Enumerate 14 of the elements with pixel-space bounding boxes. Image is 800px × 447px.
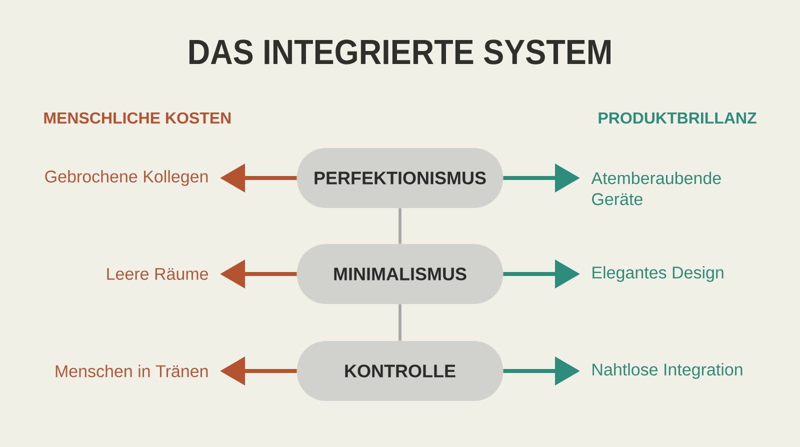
connector-line <box>398 208 402 244</box>
process-pill: KONTROLLE <box>297 341 503 401</box>
result-text: Elegantes Design <box>592 266 724 282</box>
result-text: Nahtlose Integration <box>592 363 742 379</box>
process-pill: MINIMALISMUS <box>297 244 503 304</box>
title: DAS INTEGRIERTE SYSTEM <box>189 40 611 64</box>
cost-text: Menschen in Tränen <box>56 364 208 378</box>
column-heading: MENSCHLICHE KOSTEN <box>44 112 231 124</box>
connector-line <box>398 304 402 341</box>
process-pill: PERFEKTIONISMUS <box>297 148 503 208</box>
column-heading: PRODUKTBRILLANZ <box>598 112 756 124</box>
result-text: Atemberaubende Geräte <box>591 172 721 206</box>
cost-text: Leere Räume <box>107 268 208 280</box>
cost-text: Gebrochene Kollegen <box>45 170 208 186</box>
